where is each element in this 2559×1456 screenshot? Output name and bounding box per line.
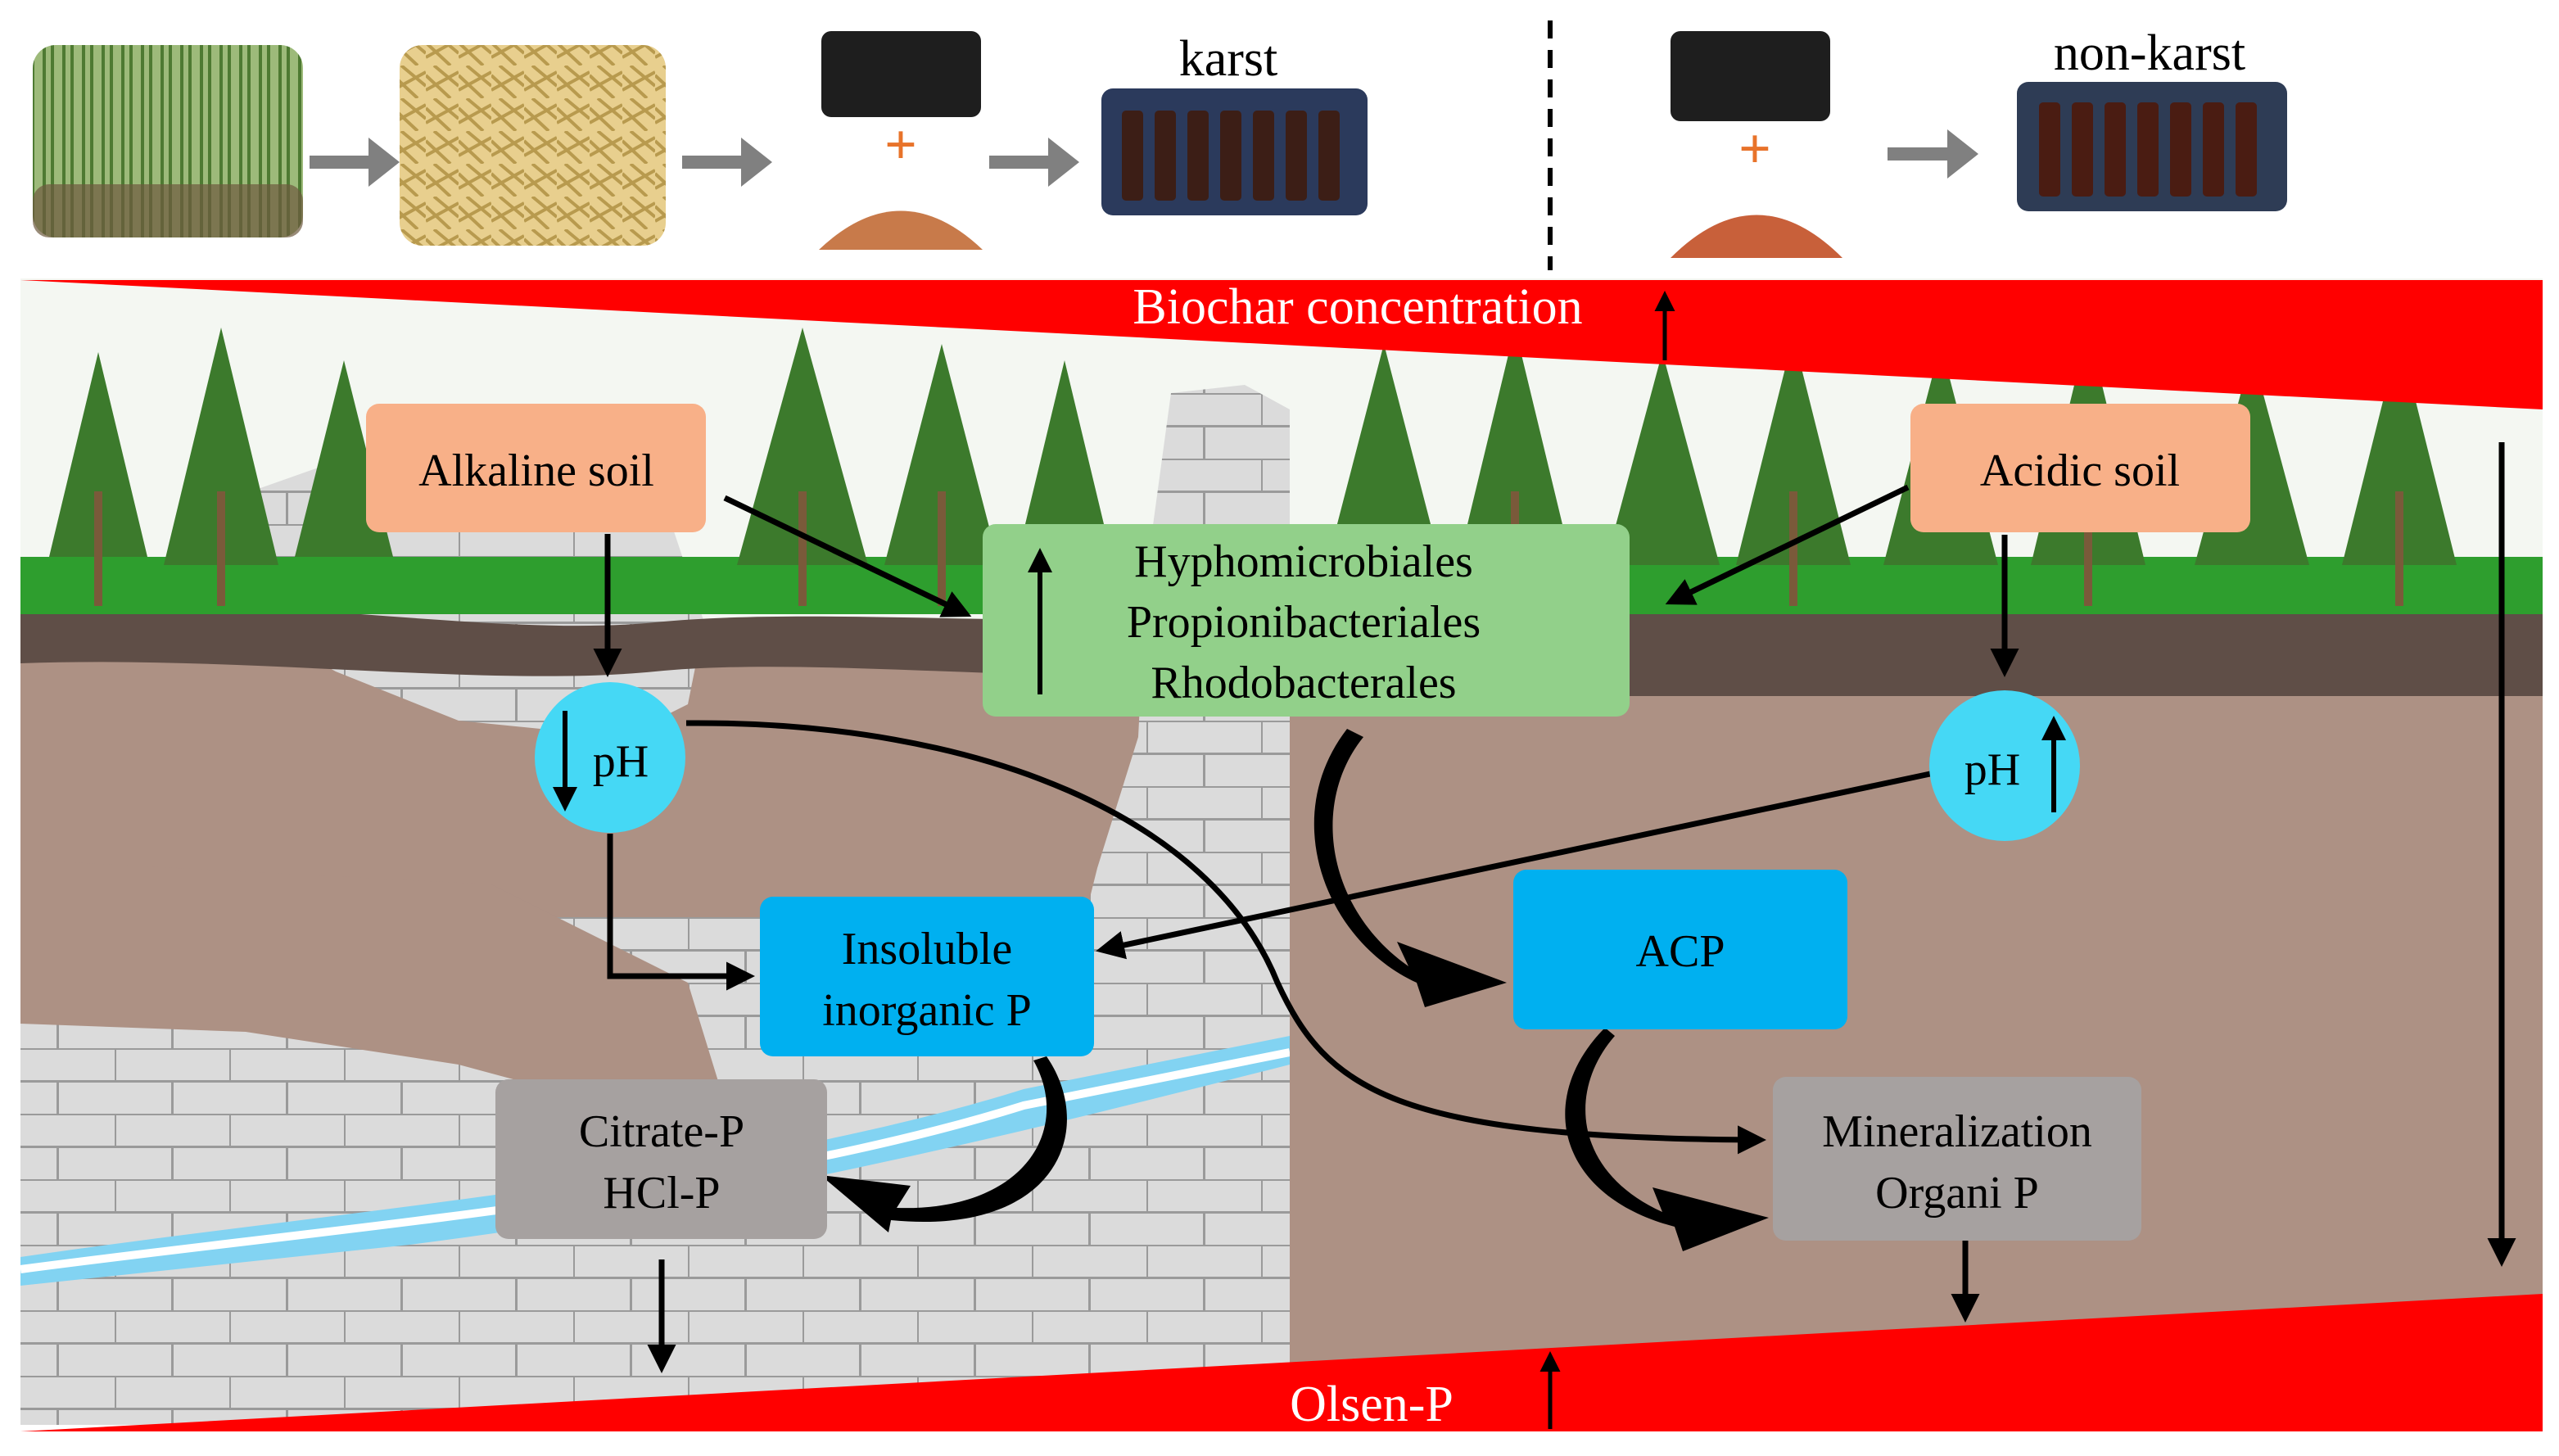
microbe-3: Rhodobacterales <box>1151 658 1456 708</box>
plus-sign: + <box>884 114 917 177</box>
insoluble-p-box: Insoluble inorganic P <box>760 897 1094 1056</box>
hcl-p-label: HCl-P <box>603 1168 720 1219</box>
acp-box: ACP <box>1513 870 1847 1029</box>
acidic-soil-label: Acidic soil <box>1980 445 2180 496</box>
biochar-sample-icon <box>1671 31 1830 121</box>
citrate-hcl-box: Citrate-P HCl-P <box>495 1079 827 1239</box>
acidic-soil-box: Acidic soil <box>1910 404 2250 532</box>
nonkarst-label: non-karst <box>2054 25 2245 81</box>
stream <box>20 1036 1290 1286</box>
acidic-soil-layer <box>1290 639 2543 1376</box>
alkaline-soil-label: Alkaline soil <box>418 445 654 496</box>
process-arrow-icon <box>310 138 400 187</box>
microbe-2: Propionibacteriales <box>1127 597 1481 648</box>
ph-right-circle: pH <box>1929 690 2080 841</box>
connector-arrows <box>593 442 2516 1373</box>
insoluble-p-line-2: inorganic P <box>822 985 1032 1036</box>
process-arrow-icon <box>989 138 1079 187</box>
acp-label: ACP <box>1636 926 1725 977</box>
ph-left-label: pH <box>593 736 649 787</box>
karst-label: karst <box>1179 31 1278 87</box>
citrate-p-label: Citrate-P <box>579 1106 744 1157</box>
bagasse-photo <box>400 45 666 246</box>
plus-sign: + <box>1738 118 1771 181</box>
insoluble-p-line-1: Insoluble <box>842 924 1012 974</box>
microbe-1: Hyphomicrobiales <box>1134 536 1473 587</box>
curved-arrows <box>821 729 1769 1251</box>
organi-p-label: Organi P <box>1875 1168 2039 1219</box>
olsen-p-gradient-bar: Olsen-P <box>20 1294 2543 1432</box>
vials-icon <box>1122 111 1340 201</box>
soil-pile-icon <box>1671 215 1842 258</box>
biochar-sample-icon <box>821 31 981 117</box>
ph-right-label: pH <box>1964 744 2020 795</box>
mineralization-label: Mineralization <box>1822 1106 2092 1157</box>
microbes-box: Hyphomicrobiales Propionibacteriales Rho… <box>983 524 1630 717</box>
process-arrow-icon <box>1888 129 1978 179</box>
top-process-row: + karst + non-karst <box>33 20 2287 270</box>
biochar-gradient-bar: Biochar concentration <box>20 279 2543 409</box>
mineralization-box: Mineralization Organi P <box>1773 1077 2141 1241</box>
biochar-concentration-label: Biochar concentration <box>1133 279 1582 335</box>
process-arrow-icon <box>682 138 772 187</box>
soil-pile-icon <box>819 210 983 250</box>
soil-wedge <box>20 860 721 1122</box>
ph-left-circle: pH <box>535 682 685 833</box>
olsen-p-label: Olsen-P <box>1290 1377 1454 1432</box>
vials-icon <box>2039 102 2257 197</box>
alkaline-soil-box: Alkaline soil <box>366 404 706 532</box>
